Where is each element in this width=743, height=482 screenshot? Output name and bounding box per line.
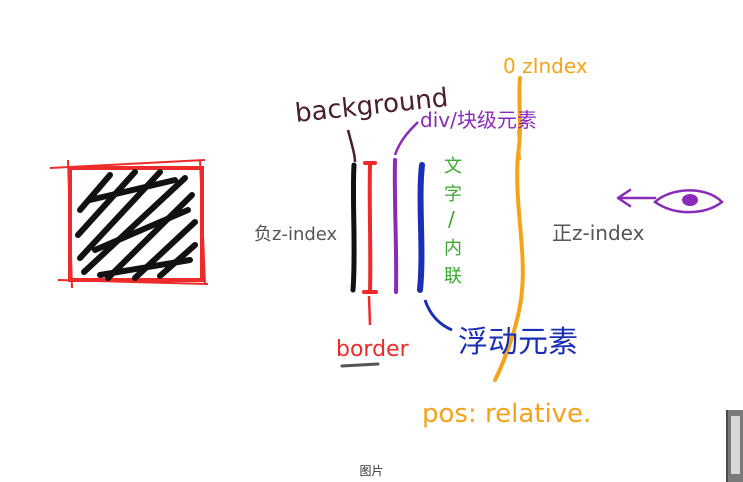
label-text-inline-2: / (448, 207, 455, 231)
label-negative-zindex: 负z-index (254, 224, 338, 245)
label-border: border (336, 337, 410, 362)
example-box (49, 159, 209, 289)
label-text-inline-4: 联 (444, 266, 462, 287)
eye-icon (616, 188, 724, 214)
border-pointer (367, 295, 372, 326)
label-positive-zindex: 正z-index (552, 221, 645, 245)
label-div-block: div/块级元素 (420, 108, 537, 132)
label-pos-relative: pos: relative. (422, 399, 591, 429)
label-text-inline-3: 内 (444, 238, 462, 259)
float-layer-line (417, 162, 425, 293)
float-pointer (423, 299, 453, 332)
text-inline-bracket (440, 300, 455, 310)
border-layer-line (362, 161, 378, 294)
border-underline (340, 362, 380, 368)
label-text-inline-1: 字 (444, 184, 462, 205)
zero-zindex-top-line (517, 129, 521, 161)
background-layer-line (350, 162, 357, 293)
label-float-element: 浮动元素 (458, 325, 578, 360)
image-caption: 图片 (359, 464, 384, 478)
label-text-inline-0: 文 (444, 156, 462, 177)
div-block-layer-line (392, 158, 399, 294)
zero-zindex-layer-line (493, 76, 525, 382)
scrollbar[interactable] (726, 410, 743, 482)
div-block-pointer (393, 121, 419, 156)
background-pointer (346, 129, 357, 163)
label-zero-zindex: 0 zIndex (503, 54, 588, 78)
